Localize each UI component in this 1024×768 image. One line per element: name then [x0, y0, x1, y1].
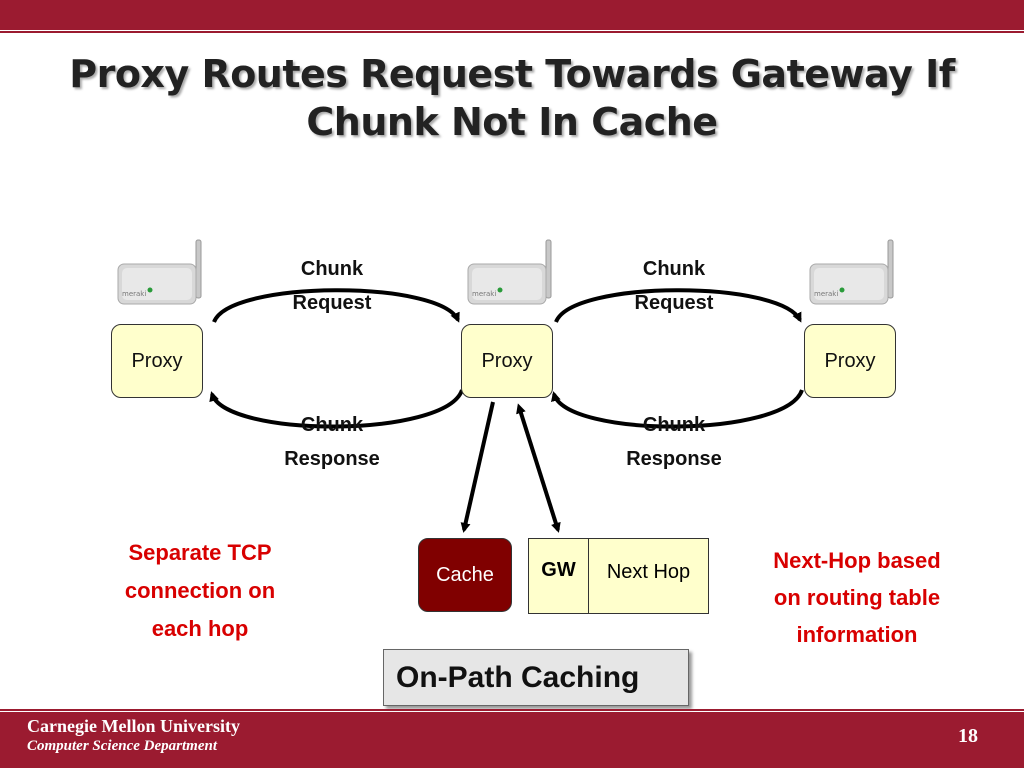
response-arrow-right: [551, 389, 804, 429]
tcp-note-line3: each hop: [151, 616, 249, 641]
on-path-caching-callout: On-Path Caching: [383, 649, 689, 706]
footer-rule: [0, 709, 1024, 711]
request-arrow-right: [554, 288, 802, 323]
routing-table-next-hop: Next Hop: [606, 561, 691, 583]
tcp-note: Separate TCP connection on each hop: [100, 534, 300, 648]
response-label-left-line2: Response: [284, 448, 380, 470]
request-arrow-left: [212, 288, 460, 323]
request-label-right-line2: Request: [634, 292, 714, 314]
title-line-1: Proxy Routes Request Towards Gateway If: [69, 52, 955, 96]
response-label-left-line1: Chunk: [300, 414, 364, 436]
svg-text:meraki: meraki: [472, 290, 496, 298]
next-hop-note-line2: on routing table: [773, 585, 941, 610]
proxy-node-left: Proxy: [111, 324, 203, 398]
router-icon-middle: meraki: [467, 239, 552, 305]
proxy-node-middle: Proxy: [461, 324, 553, 398]
tcp-note-line2: connection on: [124, 578, 276, 603]
router-icon-right: meraki: [809, 239, 894, 305]
request-label-right: Chunk Request: [604, 252, 744, 320]
svg-text:meraki: meraki: [814, 290, 838, 298]
router-icon-left: meraki: [117, 239, 202, 305]
request-label-right-line1: Chunk: [642, 258, 706, 280]
title-line-2: Chunk Not In Cache: [306, 100, 718, 144]
request-label-left: Chunk Request: [262, 252, 402, 320]
slide-number: 18: [958, 725, 978, 747]
proxy-node-right: Proxy: [804, 324, 896, 398]
footer-university: Carnegie Mellon University: [27, 716, 240, 736]
header-bar: [0, 0, 1024, 30]
routing-table-gw: GW: [529, 539, 589, 613]
response-label-right-line1: Chunk: [642, 414, 706, 436]
next-hop-note: Next-Hop based on routing table informat…: [742, 542, 972, 653]
response-arrow-left: [209, 389, 464, 429]
slide-title: Proxy Routes Request Towards Gateway If …: [0, 50, 1024, 146]
svg-text:meraki: meraki: [122, 290, 146, 298]
response-label-right-line2: Response: [626, 448, 722, 470]
proxy-to-cache-arrow: [460, 401, 495, 533]
request-label-left-line1: Chunk: [300, 258, 364, 280]
next-hop-note-line1: Next-Hop based: [773, 548, 941, 573]
header-rule: [0, 31, 1024, 33]
response-label-left: Chunk Response: [262, 408, 402, 476]
next-hop-note-line3: information: [796, 622, 918, 647]
cache-node: Cache: [418, 538, 512, 612]
footer-department: Computer Science Department: [27, 738, 217, 754]
routing-table: GW Next Hop: [528, 538, 709, 614]
response-label-right: Chunk Response: [604, 408, 744, 476]
tcp-note-line1: Separate TCP: [128, 540, 272, 565]
proxy-gw-arrow: [516, 403, 561, 533]
footer-bar: [0, 712, 1024, 768]
request-label-left-line2: Request: [292, 292, 372, 314]
